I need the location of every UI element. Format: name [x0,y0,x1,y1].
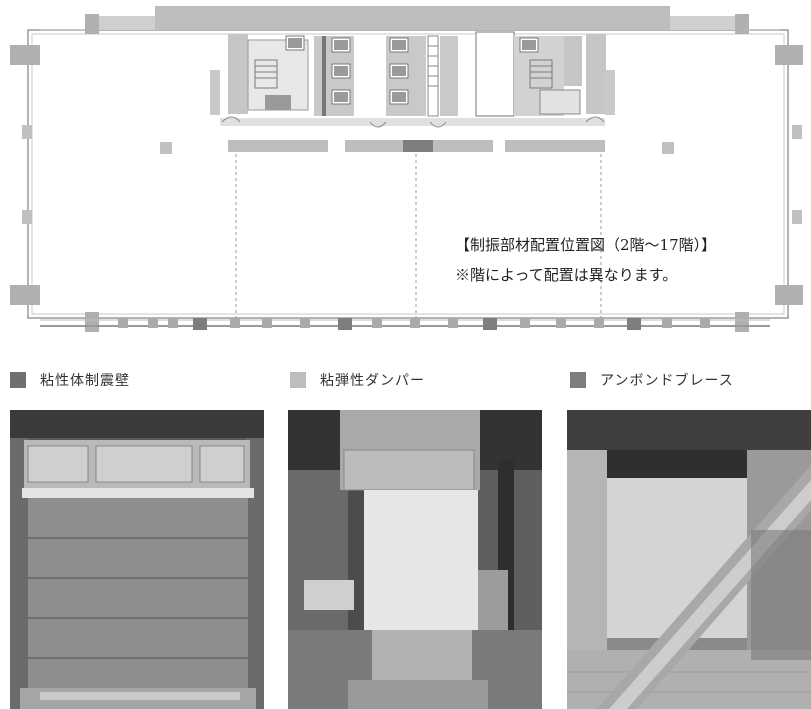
top-facade [155,6,670,30]
photo-unbonded-brace [567,410,811,709]
photo-viscoelastic-damper [288,410,542,709]
legend-item-viscoelastic-damper: 粘弾性ダンパー [290,370,425,390]
legend-swatch [10,372,26,388]
legend-label: 粘弾性ダンパー [320,373,425,389]
floor-plan [10,6,803,332]
plan-caption: 【制振部材配置位置図（2階〜17階）】 ※階によって配置は異なります。 [455,230,805,290]
legend-item-viscous-wall: 粘性体制震壁 [10,370,130,390]
legend-swatch [570,372,586,388]
legend-label: 粘性体制震壁 [40,373,130,389]
building-core [210,31,615,128]
bottom-facade [40,318,770,330]
legend-swatch [290,372,306,388]
plan-caption-title: 【制振部材配置位置図（2階〜17階）】 [455,236,717,254]
side-columns [22,125,802,224]
corridor-dampers [228,140,605,152]
photo-viscous-damping-wall [10,410,264,709]
legend-label: アンボンドブレース [600,373,734,389]
plan-caption-note: ※階によって配置は異なります。 [455,266,678,284]
legend-item-unbonded-brace: アンボンドブレース [570,370,734,390]
